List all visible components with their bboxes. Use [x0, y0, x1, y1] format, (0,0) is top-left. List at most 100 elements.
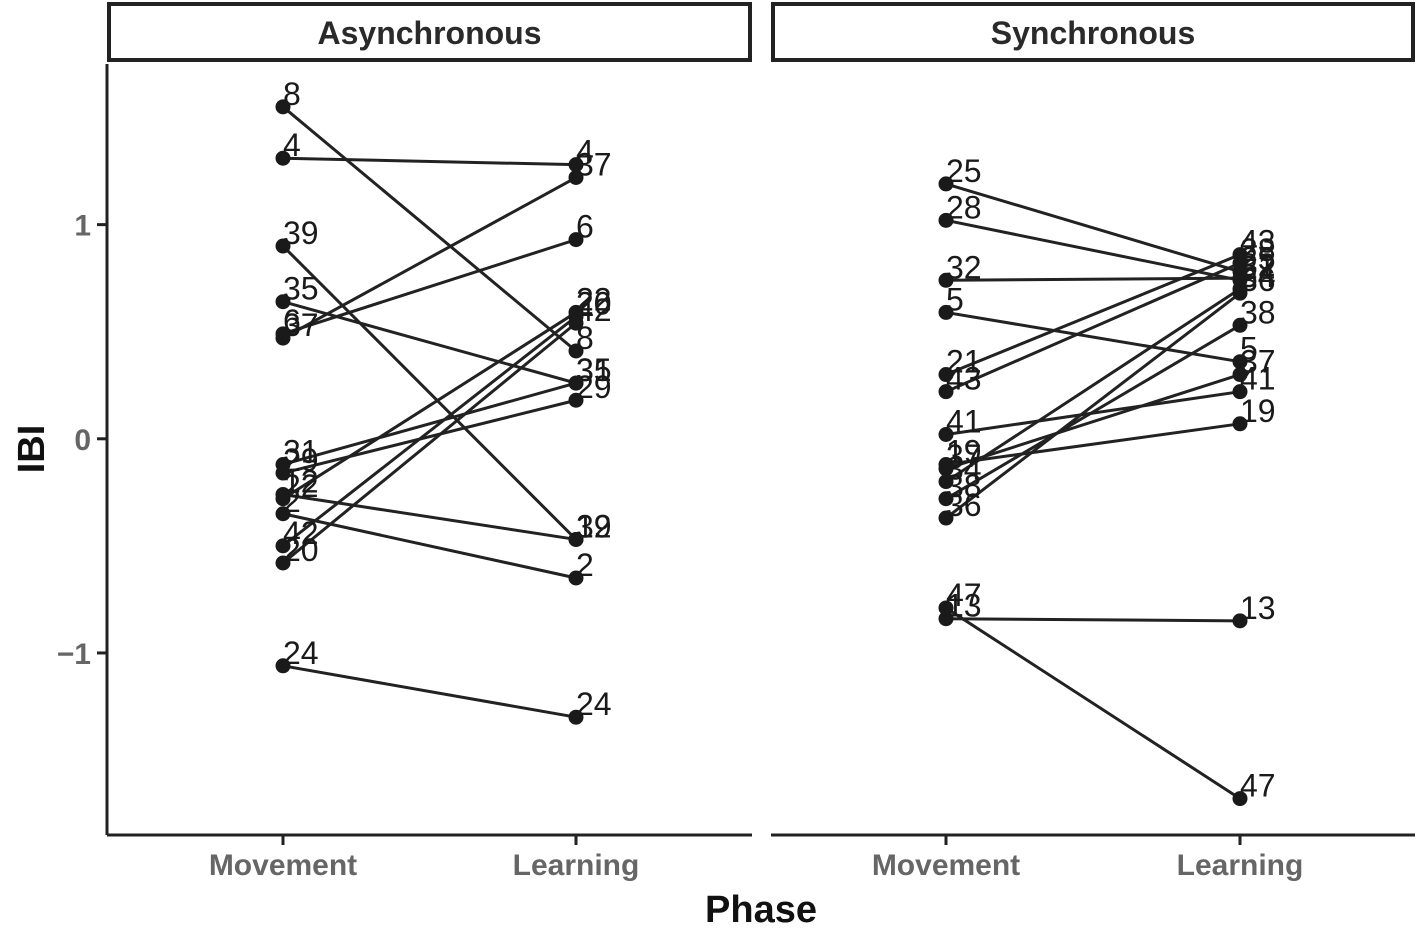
- point-label: 47: [946, 577, 982, 613]
- data-point: [275, 538, 291, 554]
- series-line: [945, 287, 1241, 483]
- series-line: [282, 156, 577, 167]
- data-point: [938, 384, 954, 400]
- data-point: [938, 600, 954, 616]
- point-label: 24: [576, 686, 612, 722]
- point-label: 19: [1240, 393, 1276, 429]
- point-label: 6: [576, 209, 594, 245]
- point-label: 5: [1240, 331, 1258, 367]
- data-point: [938, 304, 954, 320]
- point-label: 12: [283, 463, 319, 499]
- data-point: [275, 465, 291, 481]
- series-line: [945, 291, 1241, 520]
- data-point: [938, 212, 954, 228]
- point-label: 13: [1240, 590, 1276, 626]
- point-label: 34: [1240, 258, 1276, 294]
- point-label: 37: [946, 438, 982, 474]
- panel-title: Synchronous: [991, 15, 1195, 51]
- point-label: 31: [576, 352, 612, 388]
- point-label: 12: [576, 508, 612, 544]
- data-point: [275, 238, 291, 254]
- point-label: 29: [283, 442, 319, 478]
- series-line: [945, 218, 1241, 282]
- data-point: [938, 367, 954, 383]
- series-line: [945, 182, 1241, 274]
- point-label: 21: [946, 344, 982, 380]
- data-point: [568, 343, 584, 359]
- data-point: [938, 491, 954, 507]
- data-point: [1232, 255, 1248, 271]
- point-label: 36: [1240, 262, 1276, 298]
- point-label: 41: [946, 404, 982, 440]
- point-label: 38: [1240, 294, 1276, 330]
- data-point: [1232, 384, 1248, 400]
- series-line: [281, 244, 578, 541]
- panel-strip: [107, 2, 752, 62]
- data-point: [938, 176, 954, 192]
- data-point: [568, 531, 584, 547]
- series-line: [282, 398, 577, 475]
- point-label: 28: [1240, 232, 1276, 268]
- x-axis-title: Phase: [705, 889, 817, 931]
- data-point: [568, 392, 584, 408]
- point-label: 4: [283, 127, 301, 163]
- point-label: 43: [1240, 224, 1276, 260]
- data-point: [1232, 613, 1248, 629]
- point-label: 37: [1240, 344, 1276, 380]
- y-tick-label: 0: [74, 424, 91, 457]
- series-line: [945, 617, 1241, 623]
- point-label: 19: [946, 433, 982, 469]
- data-point: [1232, 317, 1248, 333]
- point-label: 37: [283, 307, 319, 343]
- series-line: [945, 373, 1241, 471]
- series-line: [282, 176, 577, 340]
- series-line: [282, 321, 577, 565]
- panel-title: Asynchronous: [317, 15, 541, 51]
- point-label: 42: [283, 515, 319, 551]
- point-label: 6: [283, 303, 301, 339]
- series-line: [945, 606, 1241, 800]
- point-label: 31: [283, 433, 319, 469]
- series-line: [282, 512, 577, 580]
- data-point: [1232, 791, 1248, 807]
- data-point: [568, 232, 584, 248]
- x-tick-label: Learning: [1177, 849, 1304, 882]
- point-label: 38: [946, 468, 982, 504]
- data-point: [1232, 416, 1248, 432]
- point-label: 43: [946, 361, 982, 397]
- series-line: [945, 253, 1241, 376]
- point-label: 24: [283, 635, 319, 671]
- point-label: 34: [946, 451, 982, 487]
- point-label: 39: [576, 508, 612, 544]
- data-point: [568, 375, 584, 391]
- data-point: [938, 461, 954, 477]
- data-point: [1232, 270, 1248, 286]
- point-label: 32: [1240, 247, 1276, 283]
- data-point: [275, 491, 291, 507]
- data-point: [275, 99, 291, 115]
- data-point: [938, 510, 954, 526]
- series-line: [945, 310, 1241, 364]
- data-point: [275, 294, 291, 310]
- point-label: 2: [576, 547, 594, 583]
- series-line: [282, 311, 577, 501]
- data-point: [938, 474, 954, 490]
- data-point: [1232, 367, 1248, 383]
- point-label: 41: [1240, 361, 1276, 397]
- point-label: 8: [576, 320, 594, 356]
- series-line: [282, 315, 577, 548]
- point-label: 20: [576, 286, 612, 322]
- series-line: [282, 238, 577, 336]
- data-point: [568, 170, 584, 186]
- point-label: 35: [283, 271, 319, 307]
- point-label: 36: [946, 487, 982, 523]
- x-tick-label: Movement: [209, 849, 357, 882]
- data-point: [275, 330, 291, 346]
- point-label: 25: [946, 153, 982, 189]
- series-line: [282, 300, 577, 385]
- series-line: [282, 105, 577, 353]
- data-point: [938, 611, 954, 627]
- point-label: 4: [576, 134, 594, 170]
